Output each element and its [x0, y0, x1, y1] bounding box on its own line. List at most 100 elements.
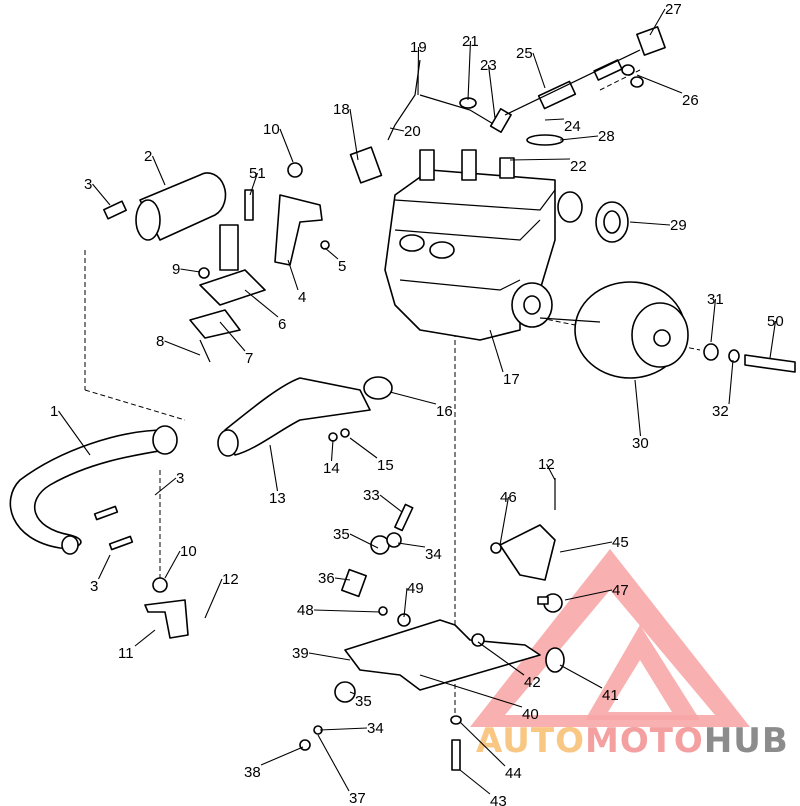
- callout-12: 12: [222, 571, 239, 588]
- callout-38: 38: [244, 764, 261, 781]
- callout-33: 33: [363, 487, 380, 504]
- callout-49: 49: [407, 580, 424, 597]
- callout-4: 4: [298, 289, 306, 306]
- leader-line: [313, 609, 381, 613]
- leader-line: [499, 496, 510, 546]
- callout-23: 23: [480, 57, 497, 74]
- leader-line: [269, 444, 279, 492]
- leader-line: [477, 641, 525, 676]
- callout-11: 11: [118, 645, 134, 662]
- leader-line: [164, 550, 181, 579]
- leader-line: [164, 340, 201, 356]
- leader-line: [634, 379, 642, 437]
- watermark-auto: AUTO: [476, 721, 585, 761]
- leader-line: [397, 542, 426, 548]
- callout-16: 16: [436, 403, 453, 420]
- callout-21: 21: [462, 33, 479, 50]
- leader-line: [769, 320, 777, 359]
- leader-line: [546, 463, 556, 481]
- callout-19: 19: [410, 39, 427, 56]
- leader-line: [467, 40, 472, 101]
- callout-3: 3: [84, 176, 92, 193]
- callout-1: 1: [50, 403, 58, 420]
- leader-line: [489, 329, 504, 373]
- callout-34: 34: [367, 720, 384, 737]
- engine-block: [384, 149, 556, 341]
- callout-20: 20: [404, 123, 421, 140]
- leader-line: [379, 494, 403, 513]
- leader-line: [417, 46, 420, 96]
- callout-31: 31: [707, 291, 724, 308]
- leader-line: [330, 439, 334, 462]
- callout-27: 27: [665, 1, 682, 18]
- callout-22: 22: [570, 158, 587, 175]
- callout-25: 25: [516, 45, 533, 62]
- callout-13: 13: [269, 490, 286, 507]
- drive-clutch: [539, 281, 796, 379]
- intake-boots: [557, 191, 629, 243]
- callout-34: 34: [425, 546, 442, 563]
- ignition-wires: [349, 26, 666, 184]
- watermark-logo: [470, 549, 750, 727]
- muffler-bracket: [274, 162, 330, 266]
- callout-2: 2: [144, 148, 152, 165]
- callout-45: 45: [612, 534, 629, 551]
- callout-40: 40: [522, 706, 539, 723]
- leader-line: [151, 155, 166, 186]
- callout-44: 44: [505, 765, 522, 782]
- callout-10: 10: [180, 543, 197, 560]
- leader-line: [509, 158, 571, 161]
- callout-5: 5: [338, 258, 346, 275]
- leader-line: [559, 135, 599, 141]
- callout-6: 6: [278, 316, 286, 333]
- leader-line: [219, 321, 246, 352]
- callout-10: 10: [263, 121, 280, 138]
- leader-line: [419, 674, 523, 708]
- exhaust-pipe: [9, 425, 178, 555]
- callout-26: 26: [682, 92, 699, 109]
- leader-line: [249, 172, 259, 196]
- leader-line: [649, 8, 666, 36]
- callout-46: 46: [500, 489, 517, 506]
- callout-12: 12: [538, 456, 555, 473]
- leader-line: [204, 578, 223, 619]
- engine-mount-plate: [299, 503, 565, 771]
- leader-line: [279, 128, 294, 163]
- leader-line: [403, 587, 408, 618]
- callout-3: 3: [176, 470, 184, 487]
- leader-line: [487, 64, 496, 119]
- leader-line: [134, 629, 156, 647]
- callout-36: 36: [318, 570, 335, 587]
- callout-51: 51: [249, 165, 266, 182]
- callout-30: 30: [632, 435, 649, 452]
- leader-line: [260, 746, 304, 766]
- leader-line: [459, 721, 506, 767]
- callout-3: 3: [90, 578, 98, 595]
- watermark-moto: MOTO: [585, 721, 704, 761]
- callout-15: 15: [377, 457, 394, 474]
- leader-line: [728, 359, 734, 405]
- leader-line: [349, 108, 359, 161]
- callout-47: 47: [612, 582, 629, 599]
- leader-line: [710, 298, 717, 343]
- callout-42: 42: [524, 674, 541, 691]
- leader-line: [532, 52, 546, 89]
- leader-line: [319, 727, 368, 731]
- callout-29: 29: [670, 217, 687, 234]
- leader-line: [349, 533, 379, 549]
- leader-line: [559, 541, 613, 553]
- leader-line: [389, 391, 437, 405]
- leader-line: [317, 734, 350, 792]
- callout-28: 28: [598, 128, 615, 145]
- leader-line: [559, 664, 603, 689]
- watermark-text: AUTOMOTOHUB: [476, 721, 789, 761]
- callout-35: 35: [333, 526, 350, 543]
- callout-24: 24: [564, 118, 581, 135]
- callout-35: 35: [355, 693, 372, 710]
- callout-17: 17: [503, 371, 520, 388]
- leader-line: [244, 289, 279, 318]
- muffler: [103, 172, 266, 363]
- watermark-hub: HUB: [704, 721, 789, 761]
- callout-14: 14: [323, 460, 340, 477]
